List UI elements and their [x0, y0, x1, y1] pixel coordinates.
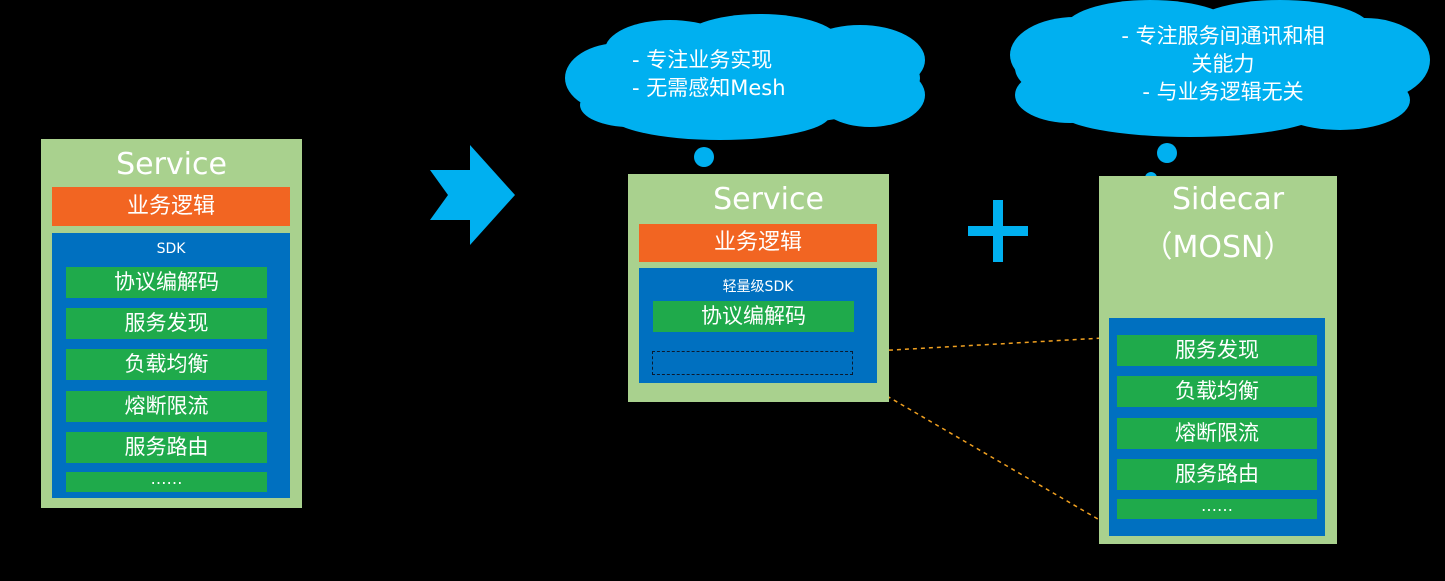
sdk-item-discovery: 服务发现: [66, 308, 267, 339]
sdk-item-loadbalance: 负载均衡: [66, 349, 267, 380]
sidecar-title: Sidecar: [1171, 182, 1285, 217]
cloud-right-shape: [1010, 0, 1430, 137]
business-logic-block-middle: 业务逻辑: [639, 224, 877, 262]
sidecar-item-circuit-breaker: 熔断限流: [1117, 418, 1317, 449]
thought-bubble-right-large: [1157, 143, 1177, 163]
sidecar-box: Sidecar （MOSN） 服务发现 负载均衡 熔断限流 服务路由 ……: [1099, 176, 1337, 544]
sidecar-item-more: ……: [1117, 498, 1317, 519]
cloud-right-line-3: - 与业务逻辑无关: [1142, 80, 1304, 104]
sidecar-item-loadbalance: 负载均衡: [1117, 376, 1317, 407]
sdk-item-more: ……: [66, 471, 267, 492]
sdk-block: SDK 协议编解码 服务发现 负载均衡 熔断限流 服务路由 ……: [52, 233, 290, 498]
cloud-right-line-1: - 专注服务间通讯和相: [1121, 24, 1325, 48]
plus-icon: [968, 200, 1028, 262]
cloud-left-shape: [565, 14, 925, 140]
offloaded-capabilities-placeholder: [652, 351, 853, 375]
service-fat-sdk-box: Service 业务逻辑 SDK 协议编解码 服务发现 负载均衡 熔断限流 服务…: [41, 139, 302, 508]
sdk-item-circuit-breaker: 熔断限流: [66, 391, 267, 422]
sidecar-item-discovery: 服务发现: [1117, 335, 1317, 366]
cloud-left-text: - 专注业务实现 - 无需感知Mesh: [632, 46, 786, 102]
cloud-left-line-2: - 无需感知Mesh: [632, 76, 786, 100]
light-sdk-label: 轻量级SDK: [722, 279, 794, 295]
service-title-middle: Service: [713, 182, 824, 217]
sdk-item-routing: 服务路由: [66, 432, 267, 463]
thought-bubble-large: [694, 147, 714, 167]
light-sdk-block: 轻量级SDK 协议编解码: [639, 268, 877, 383]
service-light-sdk-box: Service 业务逻辑 轻量级SDK 协议编解码: [628, 174, 889, 402]
cloud-right-line-2: 关能力: [1191, 52, 1255, 76]
transform-arrow-icon: [430, 145, 515, 245]
cloud-left-line-1: - 专注业务实现: [632, 48, 773, 72]
sdk-label: SDK: [156, 241, 186, 257]
sidecar-item-routing: 服务路由: [1117, 459, 1317, 490]
connector-lower: [879, 391, 1104, 523]
sidecar-subtitle: （MOSN）: [1142, 230, 1294, 265]
business-logic-block: 业务逻辑: [52, 187, 290, 226]
sidecar-capabilities-block: 服务发现 负载均衡 熔断限流 服务路由 ……: [1109, 318, 1325, 536]
cloud-right-text: - 专注服务间通讯和相 关能力 - 与业务逻辑无关: [1078, 22, 1368, 106]
sdk-item-codec: 协议编解码: [66, 267, 267, 298]
light-sdk-codec: 协议编解码: [653, 301, 854, 332]
service-title: Service: [116, 147, 227, 182]
connector-upper: [856, 337, 1104, 353]
